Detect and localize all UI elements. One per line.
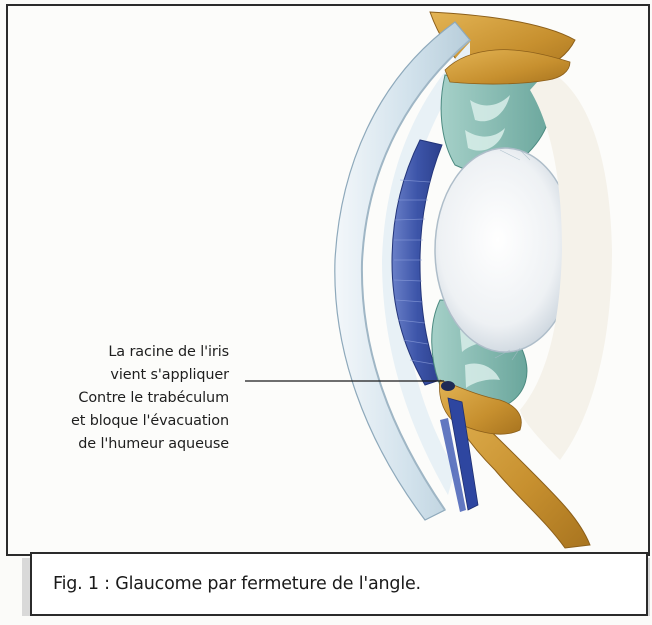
angle-closure-annotation: La racine de l'iris vient s'appliquer Co… <box>9 341 229 456</box>
annotation-line-4: et bloque l'évacuation <box>9 410 229 433</box>
figure-caption: Fig. 1 : Glaucome par fermeture de l'ang… <box>53 574 421 594</box>
annotation-line-1: La racine de l'iris <box>9 341 229 364</box>
figure-caption-box: Fig. 1 : Glaucome par fermeture de l'ang… <box>30 552 648 616</box>
crystalline-lens <box>435 148 575 352</box>
annotation-line-5: de l'humeur aqueuse <box>9 433 229 456</box>
eye-anterior-segment-illustration <box>0 0 652 560</box>
annotation-line-3: Contre le trabéculum <box>9 387 229 410</box>
annotation-line-2: vient s'appliquer <box>9 364 229 387</box>
